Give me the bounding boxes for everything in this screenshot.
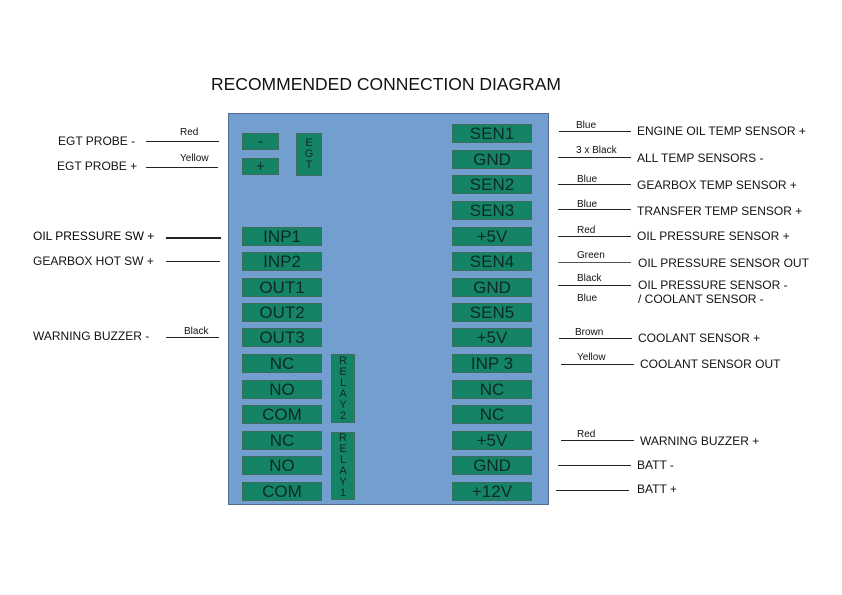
wire: [146, 167, 218, 168]
wire: [558, 209, 631, 210]
wire: [561, 364, 634, 365]
connection-label: ENGINE OIL TEMP SENSOR +: [637, 124, 806, 138]
relay2-label-char: E: [339, 365, 347, 378]
pin-out2: OUT2: [242, 303, 322, 322]
pin-relay2-com: COM: [242, 405, 322, 424]
relay1-label-char: 1: [339, 487, 347, 499]
relay2-label-char: R: [339, 354, 347, 367]
connection-label: OIL PRESSURE SW +: [33, 229, 155, 243]
wire-color-label: Red: [577, 429, 596, 440]
egt-label-char: T: [305, 159, 313, 171]
wire: [561, 440, 634, 441]
relay1-label-char: L: [339, 454, 347, 466]
wire-color-label: Blue: [577, 174, 598, 185]
relay2-label: R E L A Y 2: [331, 354, 355, 423]
pin-5v: +5V: [452, 431, 532, 450]
connection-label: BATT -: [637, 458, 674, 472]
pin-relay1-no: NO: [242, 456, 322, 475]
wire: [166, 237, 221, 239]
connection-label: GEARBOX HOT SW +: [33, 254, 154, 268]
wire: [559, 131, 631, 132]
relay1-label-char: R: [339, 432, 347, 444]
wire-color-label: Black: [184, 326, 209, 337]
relay2-label-char: 2: [339, 409, 347, 422]
wire: [558, 262, 631, 263]
wire-color-label: Blue: [576, 120, 597, 131]
pin-inp2: INP2: [242, 252, 322, 271]
connection-label: WARNING BUZZER -: [33, 329, 150, 343]
egt-label-char: G: [304, 148, 314, 160]
connection-label: COOLANT SENSOR OUT: [640, 357, 781, 371]
pin-sen3: SEN3: [452, 201, 532, 220]
pin-sen1: SEN1: [452, 124, 532, 143]
connection-label: COOLANT SENSOR +: [638, 331, 761, 345]
relay1-label-char: Y: [339, 476, 347, 488]
pin-relay1-nc: NC: [242, 431, 322, 450]
wire-color-label: Blue: [577, 199, 598, 210]
connection-label: BATT +: [637, 482, 677, 496]
wire: [146, 141, 219, 142]
wire-color-label: 3 x Black: [576, 145, 617, 156]
pin-5v: +5V: [452, 328, 532, 347]
pin-nc: NC: [452, 405, 532, 424]
pin-inp3: INP 3: [452, 354, 532, 373]
connection-label: TRANSFER TEMP SENSOR +: [637, 204, 803, 218]
wire: [166, 261, 220, 262]
connection-label: ALL TEMP SENSORS -: [637, 151, 764, 165]
pin-egt-plus: +: [242, 158, 279, 175]
relay1-label-char: E: [339, 443, 347, 455]
egt-label-char: E: [305, 137, 313, 149]
wire: [558, 184, 631, 185]
relay1-label-char: A: [339, 465, 347, 477]
wire-color-label: Brown: [575, 327, 604, 338]
wire: [166, 337, 219, 338]
wire-color-label: Green: [577, 250, 605, 261]
wire: [558, 236, 631, 237]
pin-gnd: GND: [452, 150, 532, 169]
pin-relay1-com: COM: [242, 482, 322, 501]
pin-gnd: GND: [452, 456, 532, 475]
diagram-title: RECOMMENDED CONNECTION DIAGRAM: [211, 74, 562, 94]
pin-relay2-no: NO: [242, 380, 322, 399]
pin-out3: OUT3: [242, 328, 322, 347]
pin-5v: +5V: [452, 227, 532, 246]
wire: [558, 285, 631, 286]
relay2-label-char: A: [339, 387, 347, 400]
egt-group-label: E G T: [296, 133, 322, 176]
pin-relay2-nc: NC: [242, 354, 322, 373]
connection-label: OIL PRESSURE SENSOR -: [638, 278, 788, 292]
pin-egt-minus: -: [242, 133, 279, 150]
pin-12v: +12V: [452, 482, 532, 501]
wire-color-label: Yellow: [180, 153, 209, 164]
wire: [558, 465, 631, 466]
pin-out1: OUT1: [242, 278, 322, 297]
connection-label: EGT PROBE +: [57, 159, 138, 173]
pin-gnd: GND: [452, 278, 532, 297]
pin-sen4: SEN4: [452, 252, 532, 271]
wire: [558, 157, 631, 158]
pin-sen2: SEN2: [452, 175, 532, 194]
connection-label: WARNING BUZZER +: [640, 434, 760, 448]
connection-label: GEARBOX TEMP SENSOR +: [637, 178, 797, 192]
relay1-label: R E L A Y 1: [331, 432, 355, 500]
relay2-label-char: L: [339, 376, 347, 389]
wire-color-label: Black: [577, 273, 602, 284]
connection-label: / COOLANT SENSOR -: [638, 292, 764, 306]
wire-color-label: Red: [577, 225, 596, 236]
wire: [556, 490, 629, 491]
wire: [559, 338, 632, 339]
connection-label: OIL PRESSURE SENSOR OUT: [638, 256, 809, 270]
connection-label: OIL PRESSURE SENSOR +: [637, 229, 790, 243]
wire-color-label: Yellow: [577, 352, 606, 363]
wire-color-label: Blue: [577, 293, 598, 304]
wire-color-label: Red: [180, 127, 199, 138]
pin-nc: NC: [452, 380, 532, 399]
pin-sen5: SEN5: [452, 303, 532, 322]
pin-inp1: INP1: [242, 227, 322, 246]
relay2-label-char: Y: [339, 398, 347, 411]
connection-label: EGT PROBE -: [58, 134, 136, 148]
